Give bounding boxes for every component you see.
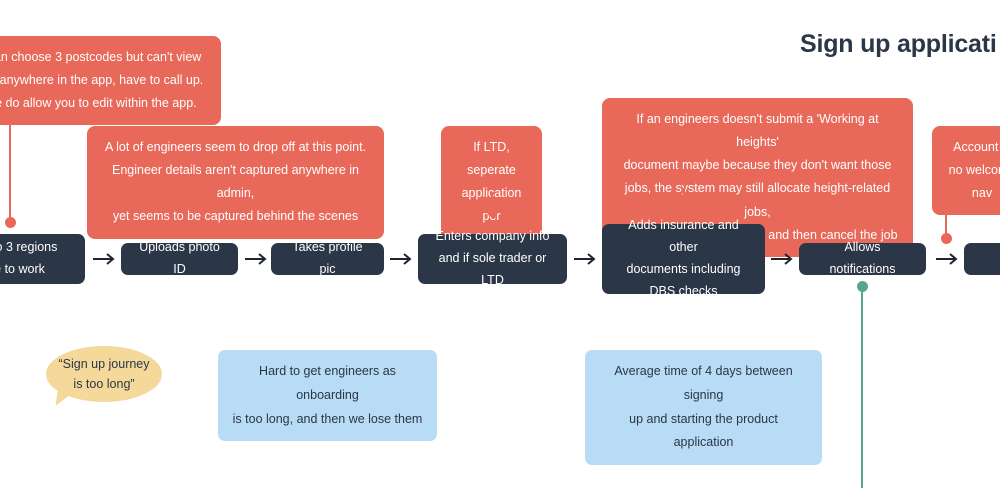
connector-dot-engineer-dropoff — [98, 227, 109, 238]
note-engineer-dropoff: A lot of engineers seem to drop off at t… — [87, 126, 384, 239]
green-connector-line — [861, 288, 863, 488]
step-company-info[interactable]: Enters company info and if sole trader o… — [418, 229, 567, 287]
connector-dot-account-welcome — [941, 233, 952, 244]
note-postcodes: can choose 3 postcodes but can't view m … — [0, 36, 221, 126]
arrow-profile-pic-to-company-info — [390, 253, 412, 265]
connector-line-postcodes — [9, 106, 11, 222]
step-notifications[interactable]: Allows notifications — [799, 240, 926, 276]
arrow-photo-id-to-profile-pic — [245, 253, 267, 265]
connector-dot-postcodes — [5, 217, 16, 228]
step-regions[interactable]: p to 3 regions e to work — [0, 234, 85, 284]
green-connector-dot — [857, 281, 868, 292]
arrow-notifications-to-chooses — [936, 253, 958, 265]
step-chooses[interactable]: Choo — [964, 243, 1000, 275]
connector-dot-ltd — [487, 206, 498, 217]
step-profile-pic[interactable]: Takes profile pic — [271, 240, 384, 276]
note-average-time: Average time of 4 days between signing u… — [585, 350, 822, 465]
connector-line-working-at-heights — [683, 188, 685, 210]
quote-sign-up-journey: “Sign up journey is too long” — [46, 346, 162, 402]
arrow-regions-to-photo-id — [93, 253, 115, 265]
connector-dot-working-at-heights — [679, 204, 690, 215]
page-title: Sign up applicati — [800, 30, 997, 58]
step-photo-id[interactable]: Uploads photo ID — [121, 240, 238, 276]
connector-line-ltd — [491, 195, 493, 212]
connector-line-account-welcome — [945, 195, 947, 239]
note-onboarding-too-long: Hard to get engineers as onboarding is t… — [218, 350, 437, 442]
arrow-insurance-to-notifications — [771, 253, 793, 265]
arrow-company-info-to-insurance — [574, 253, 596, 265]
note-account-welcome: Account is no welcome nav — [932, 126, 1000, 216]
connector-line-engineer-dropoff — [102, 195, 104, 233]
step-insurance-docs[interactable]: Adds insurance and other documents inclu… — [602, 218, 765, 298]
